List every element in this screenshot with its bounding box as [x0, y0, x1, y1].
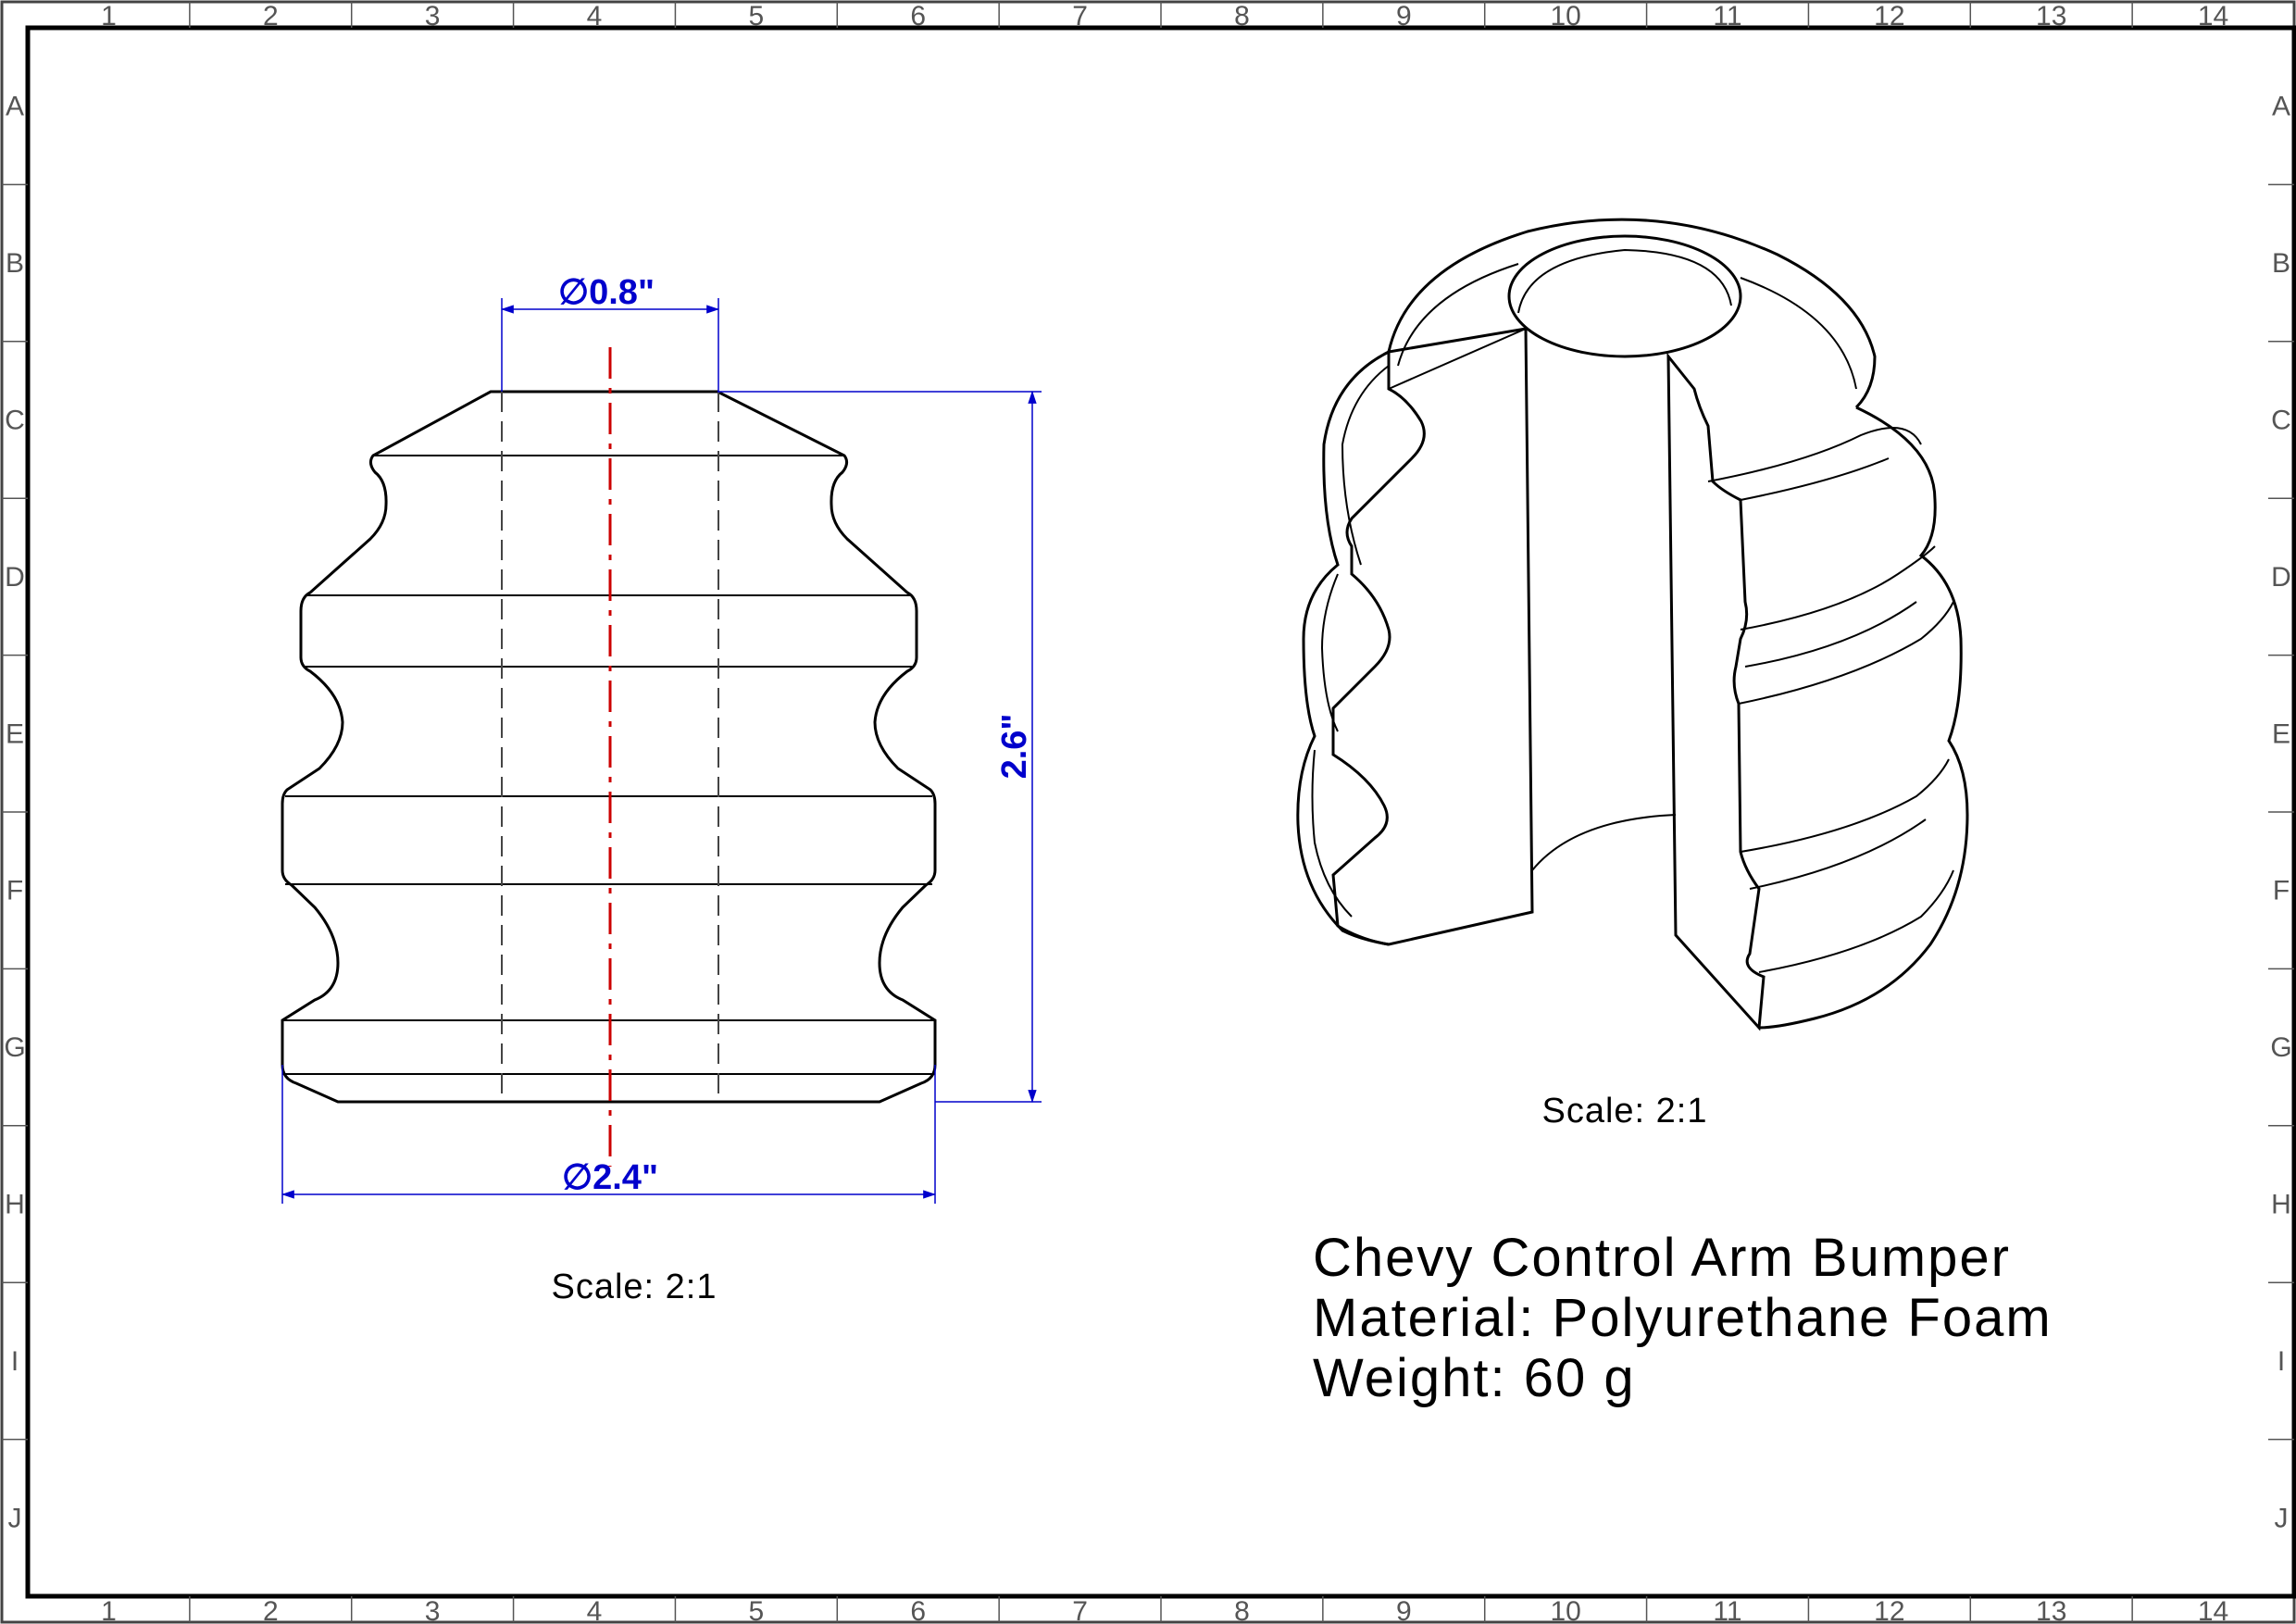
material: Material: Polyurethane Foam	[1313, 1288, 2053, 1348]
column-label: 13	[2036, 1596, 2066, 1624]
column-label: 1	[101, 1596, 117, 1624]
column-label: 7	[1072, 1, 1088, 31]
column-label: 5	[749, 1, 765, 31]
iso-band-contour	[1749, 818, 1927, 890]
column-label: 8	[1234, 1596, 1250, 1624]
row-label: D	[2271, 562, 2291, 593]
iso-band-contour	[1744, 601, 1917, 668]
iso-bore-top	[1507, 234, 1742, 358]
column-label: 14	[2198, 1596, 2228, 1624]
iso-left-contour	[1311, 749, 1353, 918]
iso-band-contour	[1758, 869, 1954, 973]
iso-band-contour	[1738, 601, 1954, 705]
column-label: 10	[1550, 1596, 1580, 1624]
column-label: 11	[1713, 1596, 1741, 1624]
column-label: 9	[1396, 1, 1412, 31]
column-label: 7	[1072, 1596, 1088, 1624]
column-label: 4	[587, 1596, 603, 1624]
row-label: G	[2270, 1032, 2291, 1063]
iso-cut-face-left	[1331, 327, 1534, 946]
row-label: D	[5, 562, 25, 593]
row-label: H	[2271, 1190, 2291, 1220]
column-label: 6	[910, 1, 926, 31]
iso-left-silhouette	[1296, 350, 1390, 946]
iso-cut-face-right	[1666, 352, 1766, 1031]
row-label: C	[2271, 406, 2291, 436]
column-label: 5	[749, 1596, 765, 1624]
dim-height: 2.6"	[995, 714, 1034, 780]
row-label: F	[2273, 876, 2290, 906]
column-label: 11	[1713, 1, 1741, 31]
row-label: E	[2272, 718, 2290, 749]
row-label: E	[6, 718, 24, 749]
row-label: G	[4, 1032, 25, 1063]
column-label: 2	[263, 1596, 279, 1624]
column-label: 3	[425, 1, 441, 31]
row-label: F	[6, 876, 23, 906]
row-label: J	[8, 1503, 22, 1533]
dim-bottom-diameter: ∅2.4"	[562, 1158, 658, 1197]
iso-bore-bottom	[1531, 814, 1677, 871]
iso-view-scale: Scale: 2:1	[1542, 1092, 1708, 1131]
iso-band-contour	[1707, 427, 1922, 482]
dimension-height: 2.6"	[718, 390, 1042, 1104]
column-label: 3	[425, 1596, 441, 1624]
iso-bore-inner	[1517, 248, 1732, 314]
row-label: A	[2272, 92, 2290, 122]
column-label: 13	[2036, 1, 2066, 31]
iso-right-silhouette	[1758, 406, 1969, 1030]
row-label: B	[6, 248, 24, 279]
iso-band-contour	[1740, 457, 1890, 501]
iso-top-surface	[1387, 218, 1877, 409]
column-label: 10	[1550, 1, 1580, 31]
column-label: 12	[1874, 1, 1904, 31]
iso-top-inner-edge	[1397, 263, 1519, 367]
iso-band-contour	[1740, 545, 1936, 631]
row-label: C	[5, 406, 25, 436]
front-view-scale: Scale: 2:1	[552, 1268, 718, 1306]
iso-top-inner-edge	[1740, 277, 1857, 390]
column-label: 6	[910, 1596, 926, 1624]
row-label: I	[2277, 1346, 2285, 1377]
column-label: 9	[1396, 1596, 1412, 1624]
column-label: 8	[1234, 1, 1250, 31]
row-label: B	[2272, 248, 2290, 279]
row-label: H	[5, 1190, 25, 1220]
front-view-outline	[281, 390, 937, 1104]
front-view	[281, 347, 937, 1167]
column-label: 14	[2198, 1, 2228, 31]
column-label: 4	[587, 1, 603, 31]
row-label: I	[11, 1346, 19, 1377]
iso-view	[1296, 218, 1969, 1031]
dimension-top-diameter: ∅0.8"	[500, 273, 720, 392]
iso-left-contour	[1341, 365, 1390, 566]
row-label: A	[6, 92, 24, 122]
iso-band-contour	[1740, 758, 1950, 853]
iso-cut-edge	[1388, 328, 1527, 390]
part-name: Chevy Control Arm Bumper	[1313, 1228, 2011, 1288]
column-label: 12	[1874, 1596, 1904, 1624]
column-label: 2	[263, 1, 279, 31]
column-label: 1	[101, 1, 117, 31]
dimension-bottom-diameter: ∅2.4"	[281, 1065, 937, 1204]
iso-left-contour	[1320, 573, 1339, 732]
weight: Weight: 60 g	[1313, 1348, 1636, 1408]
inner-border	[25, 25, 2296, 1599]
dim-top-diameter: ∅0.8"	[558, 273, 655, 312]
row-label: J	[2275, 1503, 2289, 1533]
